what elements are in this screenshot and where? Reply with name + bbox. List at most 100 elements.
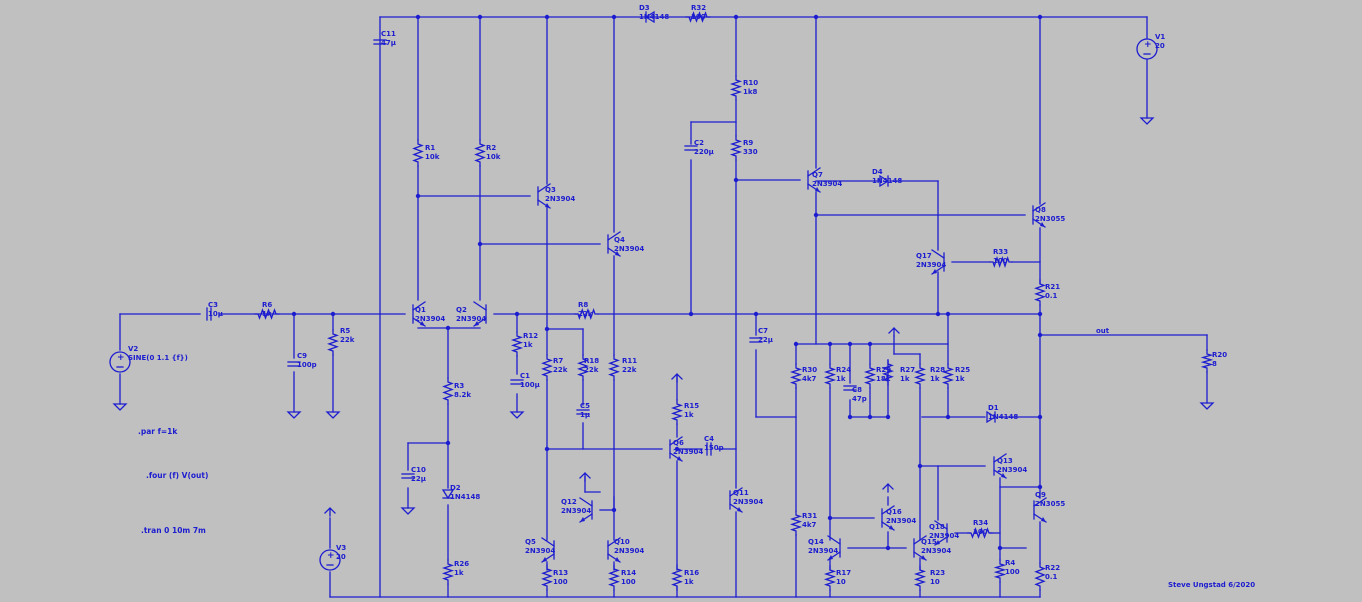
label-c3-value: 10µ [208,310,223,318]
label-r28-value: 1k [930,375,940,383]
label-q7-value: 2N3904 [812,180,842,188]
label-d4-value: 1N4148 [872,177,902,185]
label-r16-name: R16 [684,569,699,577]
label-q18-value: 2N3904 [929,532,959,540]
supply-v3-arrow [324,507,336,517]
label-c5-name: C5 [580,402,590,410]
label-r29-value: 18k [876,375,891,383]
ground-r5 [325,411,341,419]
label-r12-value: 1k [523,341,533,349]
label-r6-value: 1k [262,310,272,318]
fourier-directive: .four (f) V(out) [146,471,208,480]
supply-r27 [888,327,900,337]
resistor-r11 [608,354,620,381]
label-q15-name: Q15 [921,538,937,546]
label-r12-name: R12 [523,332,538,340]
label-r10-value: 1k8 [743,88,758,96]
transistor-q7 [807,167,821,193]
label-r22-name: R22 [1045,564,1060,572]
resistor-r23 [913,565,927,591]
label-v2-value: SINE(0 1.1 {f}) [128,354,188,362]
label-q3-value: 2N3904 [545,195,575,203]
label-r23-name: R23 [930,569,945,577]
label-r26-name: R26 [454,560,469,568]
label-r18-name: R18 [584,357,599,365]
label-q13-value: 2N3904 [997,466,1027,474]
label-r17-value: 10 [836,578,846,586]
label-r22-value: 0.1 [1045,573,1058,581]
resistor-r27 [882,359,894,386]
label-r5-name: R5 [340,327,350,335]
capacitor-c9 [287,361,301,367]
label-r4-value: 100 [1005,568,1020,576]
label-r15-name: R15 [684,402,699,410]
net-label-out: out [1096,327,1110,335]
param-directive: .par f=1k [138,427,178,436]
label-c9-name: C9 [297,352,307,360]
label-q11-name: Q11 [733,489,749,497]
transistor-q16 [881,505,895,531]
transistor-q10 [607,537,621,563]
resistor-r16 [671,564,683,591]
label-q1-name: Q1 [415,306,426,314]
label-q1-value: 2N3904 [415,315,445,323]
label-r14-name: R14 [621,569,636,577]
label-r34-value: 100 [973,528,988,536]
diode-d1 [986,410,997,424]
label-q11-value: 2N3904 [733,498,763,506]
label-d1-value: 1N4148 [988,413,1018,421]
label-c2-name: C2 [694,139,704,147]
ground-c1 [509,411,525,419]
resistor-r9 [729,135,743,161]
transistor-q5 [541,537,555,563]
transistor-q2 [473,301,487,327]
resistor-r26 [441,559,455,585]
resistor-r1 [412,139,424,167]
capacitor-c8 [843,385,857,391]
resistor-r3 [442,377,454,405]
transient-directive: .tran 0 10m 7m [141,526,206,535]
ground-c10 [400,507,416,515]
label-c1-value: 100µ [520,381,540,389]
label-r8-value: 22k [578,310,593,318]
label-q12-name: Q12 [561,498,577,506]
label-c10-name: C10 [411,466,426,474]
label-r33-name: R33 [993,248,1008,256]
diode-d2 [441,489,455,500]
label-r10-name: R10 [743,79,758,87]
label-r9-name: R9 [743,139,753,147]
label-q17-value: 2N3904 [916,261,946,269]
label-q12-value: 2N3904 [561,507,591,515]
label-q8-value: 2N3055 [1035,215,1065,223]
label-r30-name: R30 [802,366,817,374]
label-r24-name: R24 [836,366,851,374]
transistor-q3 [537,183,551,209]
author-credit: Steve Ungstad 6/2020 [1168,581,1255,589]
resistor-r13 [541,564,553,591]
label-v2-name: V2 [128,345,138,353]
voltage-source-v3: + [319,549,341,571]
supply-q16 [882,483,894,493]
svg-text:+: + [117,353,125,363]
label-q17-name: Q17 [916,252,932,260]
resistor-r29 [863,363,877,389]
label-r28-name: R28 [930,366,945,374]
capacitor-c4 [706,442,712,456]
transistor-q15 [913,535,927,561]
label-r13-name: R13 [553,569,568,577]
label-r1-value: 10k [425,153,440,161]
label-r29-name: R29 [876,366,891,374]
resistor-r20 [1200,349,1214,373]
label-q5-value: 2N3904 [525,547,555,555]
label-q14-name: Q14 [808,538,824,546]
label-q15-value: 2N3904 [921,547,951,555]
label-q9-name: Q9 [1035,491,1046,499]
resistor-r4 [993,559,1007,583]
resistor-r17 [823,565,837,591]
label-q3-name: Q3 [545,186,556,194]
label-q9-value: 2N3055 [1035,500,1065,508]
transistor-q9 [1033,497,1047,523]
transistor-q4 [607,231,621,257]
ground-v1 [1139,117,1155,125]
resistor-r24 [823,363,837,389]
